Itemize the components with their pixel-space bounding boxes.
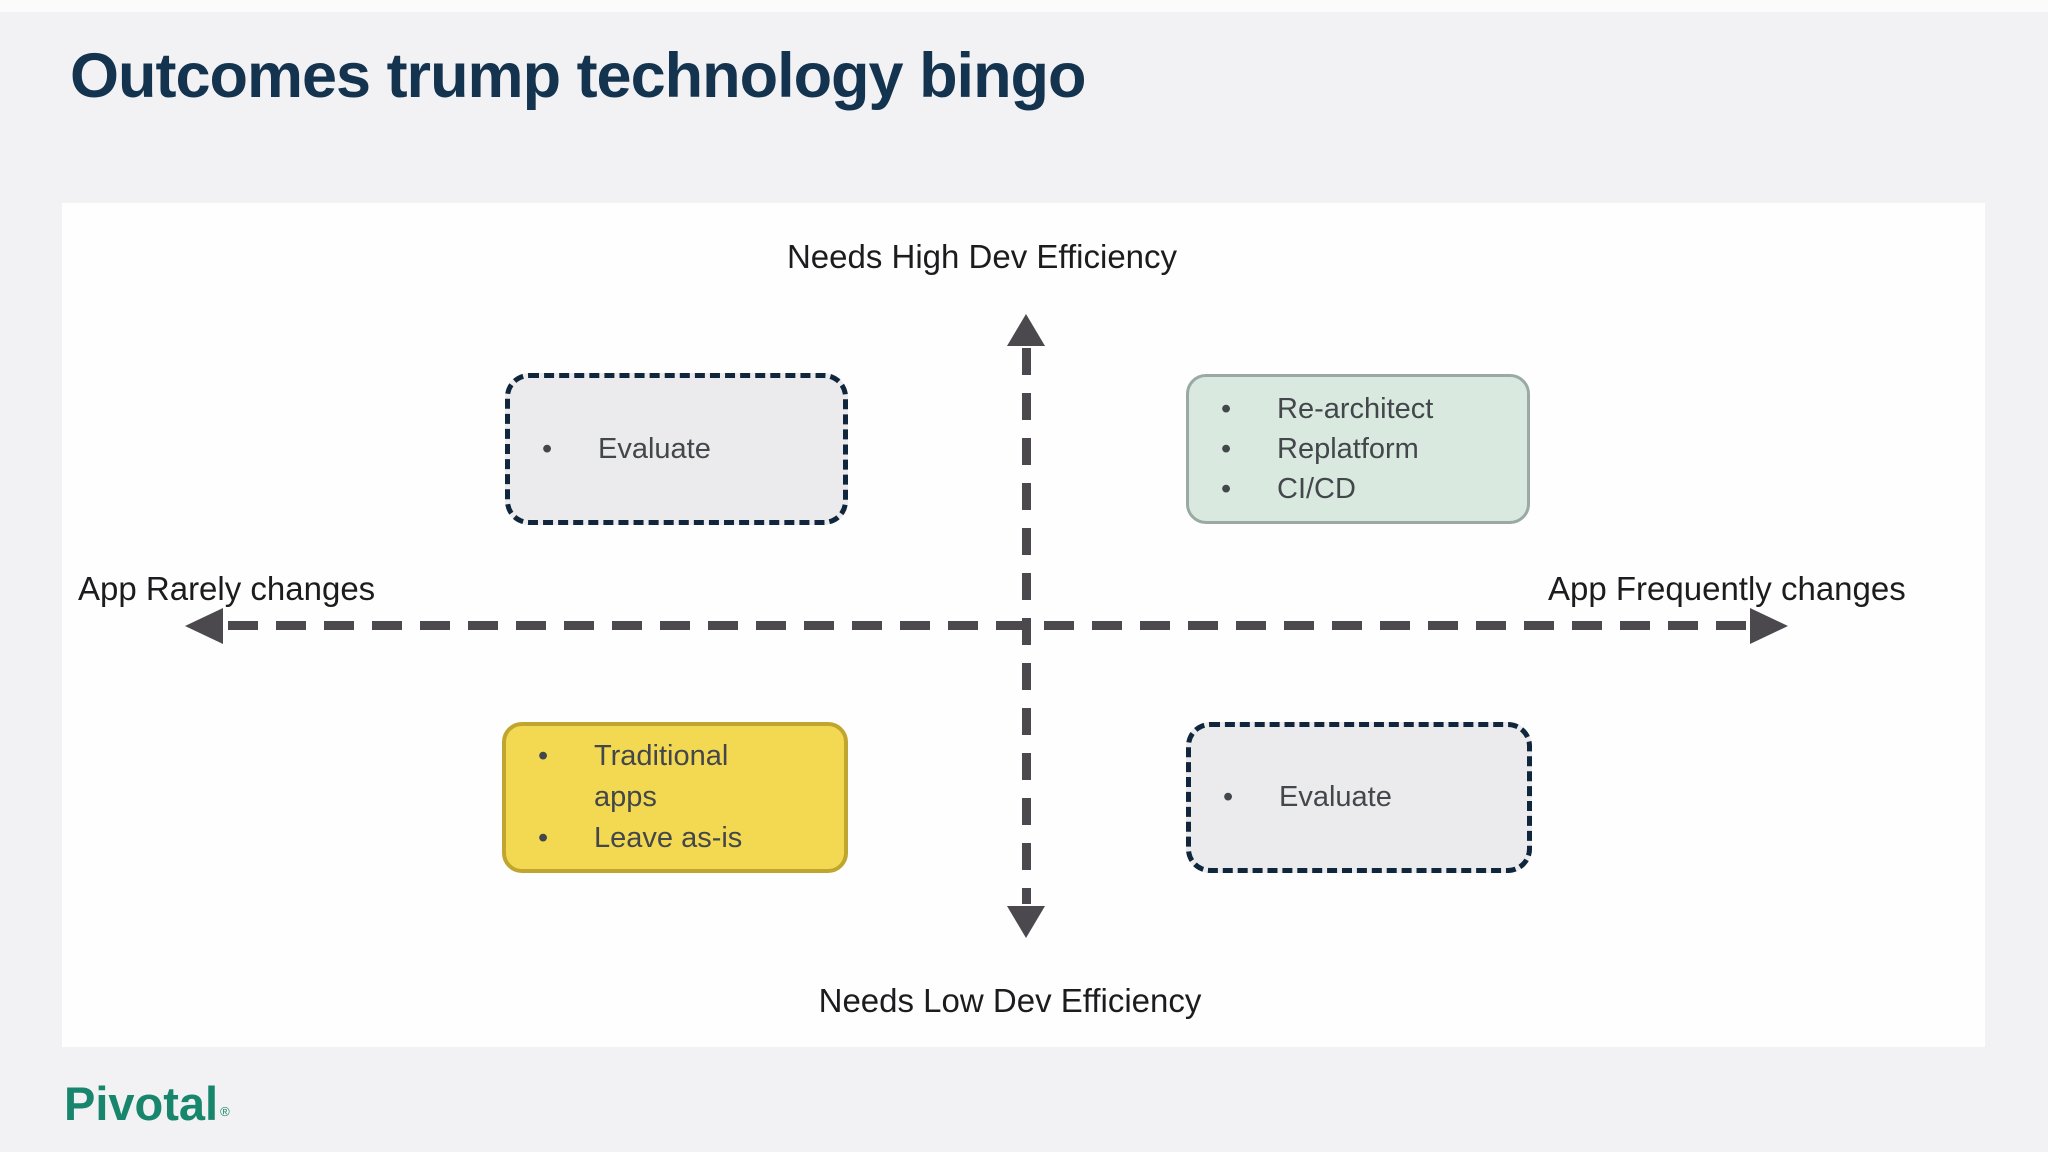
quadrant-list: Re-architect Replatform CI/CD bbox=[1189, 389, 1527, 509]
horizontal-axis-line bbox=[228, 621, 1748, 630]
list-item: CI/CD bbox=[1189, 469, 1527, 509]
slide-title: Outcomes trump technology bingo bbox=[70, 41, 1087, 111]
pivotal-logo: Pivotal® bbox=[64, 1076, 230, 1131]
list-item: Evaluate bbox=[1191, 777, 1527, 818]
arrow-right-icon bbox=[1750, 608, 1788, 644]
quadrant-box-top-left: Evaluate bbox=[505, 373, 848, 525]
quadrant-box-top-right: Re-architect Replatform CI/CD bbox=[1186, 374, 1530, 524]
quadrant-box-bottom-left: Traditional apps Leave as-is bbox=[502, 722, 848, 873]
quadrant-box-bottom-right: Evaluate bbox=[1186, 722, 1532, 873]
vertical-axis-line bbox=[1022, 348, 1031, 904]
list-item: Evaluate bbox=[510, 429, 843, 470]
top-edge-strip bbox=[0, 0, 2048, 12]
arrow-down-icon bbox=[1007, 906, 1045, 938]
arrow-up-icon bbox=[1007, 314, 1045, 346]
quadrant-list: Evaluate bbox=[510, 429, 843, 470]
list-item: Traditional apps bbox=[506, 736, 844, 818]
axis-label-right: App Frequently changes bbox=[1548, 570, 1906, 607]
list-item: Leave as-is bbox=[506, 818, 844, 859]
axis-label-left: App Rarely changes bbox=[78, 570, 376, 607]
quadrant-list: Traditional apps Leave as-is bbox=[506, 736, 844, 859]
axis-label-bottom: Needs Low Dev Efficiency bbox=[818, 982, 1202, 1019]
pivotal-logo-text: Pivotal bbox=[64, 1077, 219, 1130]
arrow-left-icon bbox=[185, 608, 223, 644]
registered-mark-icon: ® bbox=[220, 1104, 230, 1119]
quadrant-list: Evaluate bbox=[1191, 777, 1527, 818]
axis-label-top: Needs High Dev Efficiency bbox=[786, 238, 1178, 275]
list-item: Re-architect bbox=[1189, 389, 1527, 429]
list-item: Replatform bbox=[1189, 429, 1527, 469]
